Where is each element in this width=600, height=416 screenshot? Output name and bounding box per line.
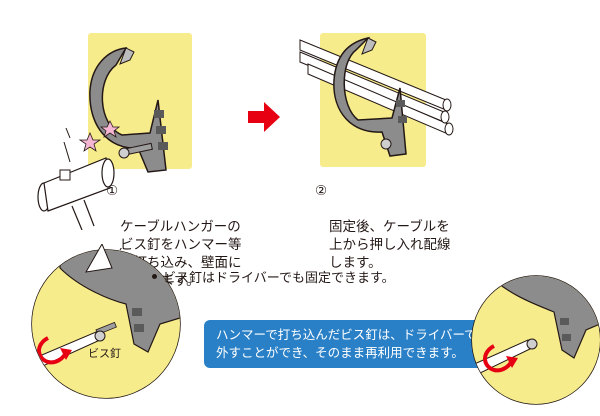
hammer-icon <box>37 127 115 230</box>
step2-text: 固定後、ケーブルを 上から押し入れ配線 します。 <box>329 219 451 271</box>
detail-pointer <box>85 244 113 273</box>
screwdriver-note-text: ビス釘はドライバーでも固定できます。 <box>163 271 395 286</box>
step1-number: ① <box>106 183 119 199</box>
screw-icon <box>118 142 153 159</box>
screwdriver-detail-right <box>471 275 600 405</box>
step2-instruction: ② 固定後、ケーブルを 上から押し入れ配線 します。 <box>315 182 485 290</box>
cable-hanger-icon <box>333 36 407 157</box>
bullet-icon <box>152 274 157 279</box>
rotate-arrow-head-icon <box>60 348 72 360</box>
screwdriver-detail-left <box>31 248 181 399</box>
step2-number: ② <box>315 183 328 199</box>
step1-illustration <box>37 47 168 230</box>
cable-hanger-icon <box>89 47 168 173</box>
next-step-arrow-icon <box>248 102 280 132</box>
screw-label: ビス釘 <box>88 347 121 360</box>
impact-spark-icon <box>78 120 121 152</box>
screwdriver-note: ビス釘はドライバーでも固定できます。 <box>152 270 452 288</box>
rotate-arrow-head-icon <box>506 356 518 368</box>
reuse-callout: ハンマーで打ち込んだビス釘は、ドライバーで 外すことができ、そのまま再利用できま… <box>204 320 490 368</box>
rotate-arrow-icon <box>37 336 68 365</box>
step2-illustration <box>299 36 454 157</box>
rotate-arrow-icon <box>483 344 514 373</box>
